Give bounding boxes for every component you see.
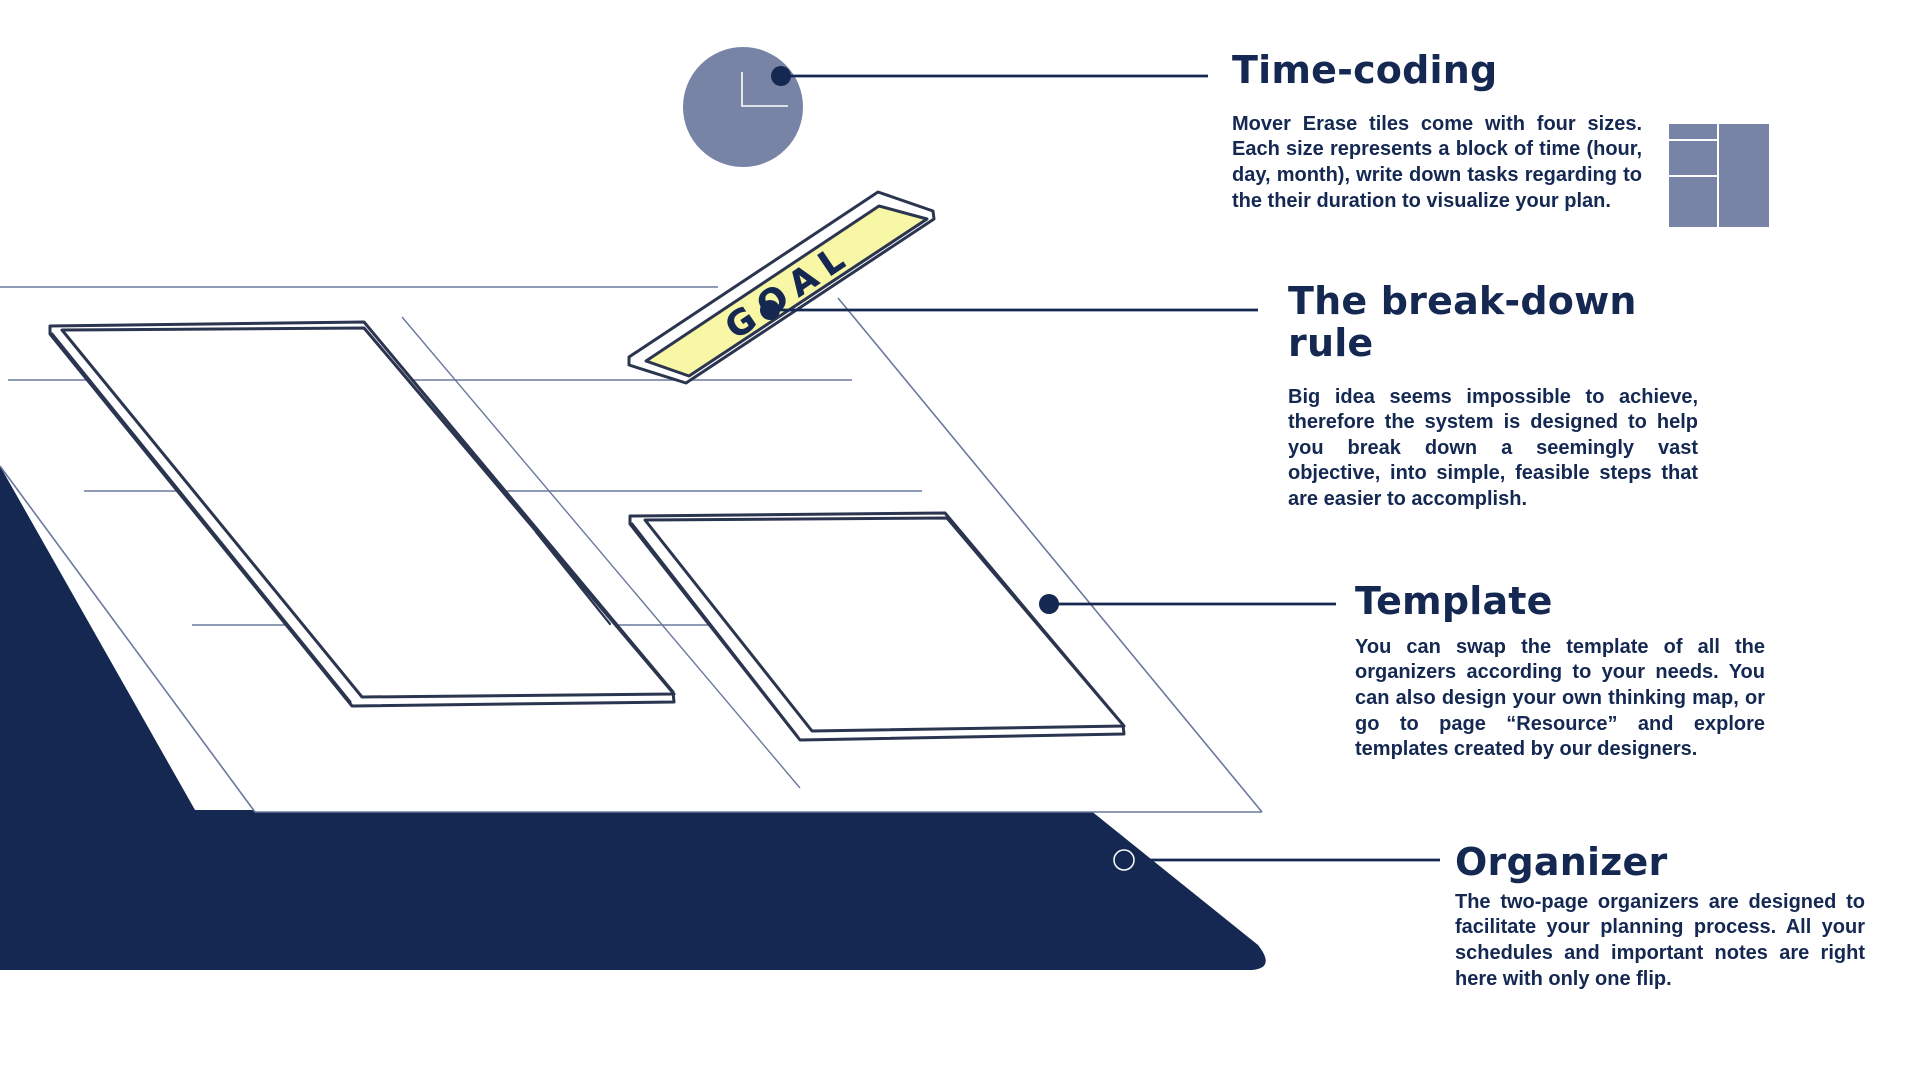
organizer-leader-dot — [1113, 849, 1135, 871]
organizer-base — [0, 466, 1266, 970]
callout-title: The break-down rule — [1288, 279, 1637, 365]
tile-sizes-icon — [1667, 122, 1771, 229]
callout-body: You can swap the template of all the org… — [1355, 635, 1765, 761]
callout-break-down-rule: The break-down rule Big idea seems impos… — [1288, 279, 1698, 513]
large-tile — [48, 320, 676, 708]
callout-title: Organizer — [1455, 840, 1668, 884]
callout-organizer: Organizer The two-page organizers are de… — [1455, 840, 1865, 992]
callout-title: Template — [1355, 579, 1553, 623]
callout-template: Template You can swap the template of al… — [1355, 579, 1765, 763]
time-coding-leader-dot — [771, 66, 791, 86]
callout-body: Big idea seems impossible to achieve, th… — [1288, 385, 1698, 510]
template-sheet-right-edge — [837, 297, 1263, 813]
callout-time-coding: Time-coding Mover Erase tiles come with … — [1232, 48, 1642, 214]
goal-tile — [627, 190, 936, 385]
clock-icon — [683, 47, 803, 167]
callout-title: Time-coding — [1232, 48, 1498, 92]
callout-body: Mover Erase tiles come with four sizes. … — [1232, 112, 1642, 212]
callout-leaders — [760, 66, 1440, 862]
callout-body: The two-page organizers are designed to … — [1455, 890, 1865, 990]
template-sheet-left-edge — [0, 465, 256, 813]
small-tile — [628, 511, 1126, 742]
template-leader-dot — [1039, 594, 1059, 614]
break-down-leader-dot — [760, 300, 780, 320]
